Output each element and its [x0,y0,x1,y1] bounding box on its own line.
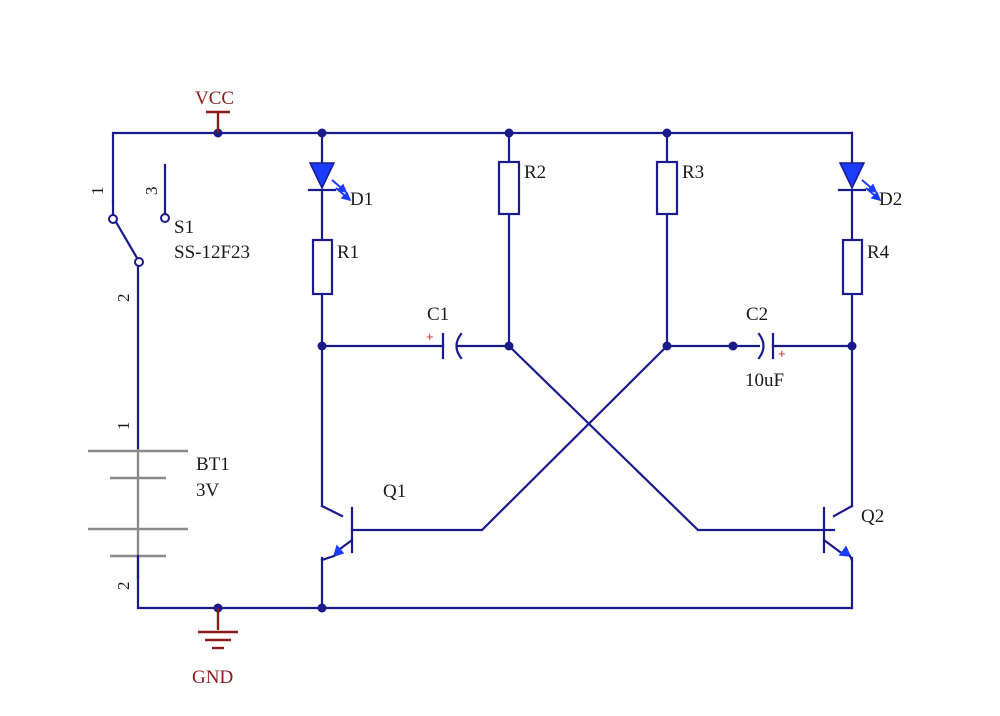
q1-emitter-arrow [332,544,345,558]
transistor-q1-label: Q1 [383,481,406,502]
cross-wire-r3-q1 [350,344,669,532]
capacitor-c1: + C1 [426,304,463,360]
resistor-r1-label: R1 [337,242,359,263]
capacitor-c1-label: C1 [427,304,449,325]
capacitor-c1-polarity: + [426,329,434,344]
junction-q1-emitter [317,603,327,613]
resistor-r2-label: R2 [524,162,546,183]
gnd-label: GND [192,667,233,688]
junction-top-r3 [662,128,672,138]
battery-bt1: 1 2 BT1 3V [88,422,230,591]
battery-ref-label: BT1 [196,454,230,475]
junctions [213,128,857,613]
gnd-symbol: GND [192,608,238,688]
resistor-r3-label: R3 [682,162,704,183]
led-d2: D2 [837,162,902,210]
resistor-r1: R1 [311,238,359,296]
junction-c2-right [847,341,857,351]
led-d1: D1 [307,162,373,210]
resistor-r2: R2 [497,160,546,216]
led-d1-label: D1 [350,189,373,210]
capacitor-c2-value: 10uF [745,370,784,391]
capacitor-c2-polarity: + [778,346,786,361]
junction-c1-left [317,341,327,351]
resistor-r4: R4 [841,238,890,296]
vcc-rail [111,131,854,204]
switch-ref-label: S1 [174,217,194,238]
vcc-symbol: VCC [195,88,234,133]
switch-pin-3: 3 [142,187,161,196]
q2-emitter-arrow [838,545,852,557]
switch-s1: 1 3 2 S1 SS-12F23 [88,163,250,303]
gnd-rail [136,575,854,610]
transistor-q2: Q2 [822,506,884,562]
resistor-r3: R3 [655,160,704,216]
capacitor-c2-label: C2 [746,304,768,325]
switch-pin-2: 2 [114,294,133,303]
switch-part-label: SS-12F23 [174,242,250,263]
resistor-r4-label: R4 [867,242,890,263]
cross-wire-r2-q2 [507,344,836,532]
junction-top-d1 [317,128,327,138]
led-d2-label: D2 [879,189,902,210]
capacitor-c2: + C2 10uF [745,304,786,391]
junction-top-r2 [504,128,514,138]
junction-c2-left [662,341,672,351]
wires [111,131,854,610]
battery-value-label: 3V [196,480,220,501]
battery-pin-1: 1 [114,422,133,431]
vcc-label: VCC [195,88,234,109]
battery-pin-2: 2 [114,582,133,591]
junction-c1-right [504,341,514,351]
junction-c2-mid [728,341,738,351]
transistor-q1: Q1 [320,481,406,562]
q1-collector-lead [320,504,344,518]
transistor-q2-label: Q2 [861,506,884,527]
switch-pin-1: 1 [88,187,107,196]
q2-collector-lead [832,504,854,518]
